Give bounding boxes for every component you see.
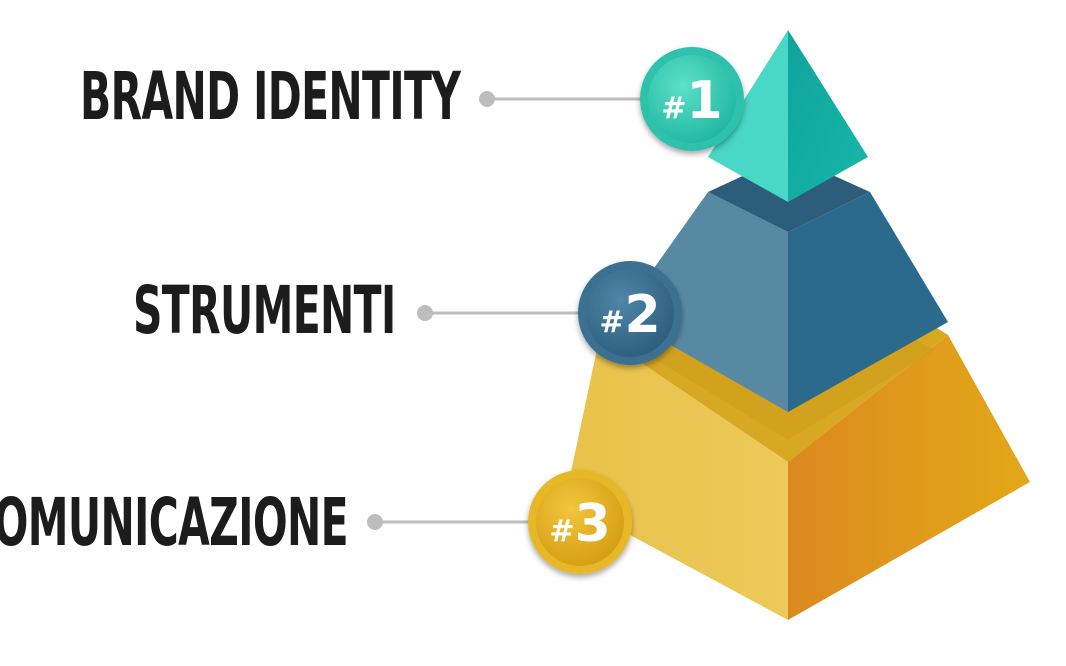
- connector-dot-1: [479, 91, 495, 107]
- badge-1: [640, 47, 744, 151]
- badge-3-text: #3: [549, 494, 610, 554]
- level-2-label: STRUMENTI: [133, 272, 396, 349]
- badge-2-text: #2: [599, 285, 660, 345]
- badge-2: [578, 261, 682, 365]
- badge-3: [528, 470, 632, 574]
- level-3-label: COMUNICAZIONE: [0, 484, 349, 561]
- pyramid-tier-1: [708, 30, 868, 202]
- badge-1-text: #1: [661, 71, 722, 131]
- connector-lines: [367, 91, 648, 530]
- level-1-label: BRAND IDENTITY: [79, 58, 461, 135]
- connector-dot-2: [417, 305, 433, 321]
- connector-dot-3: [367, 514, 383, 530]
